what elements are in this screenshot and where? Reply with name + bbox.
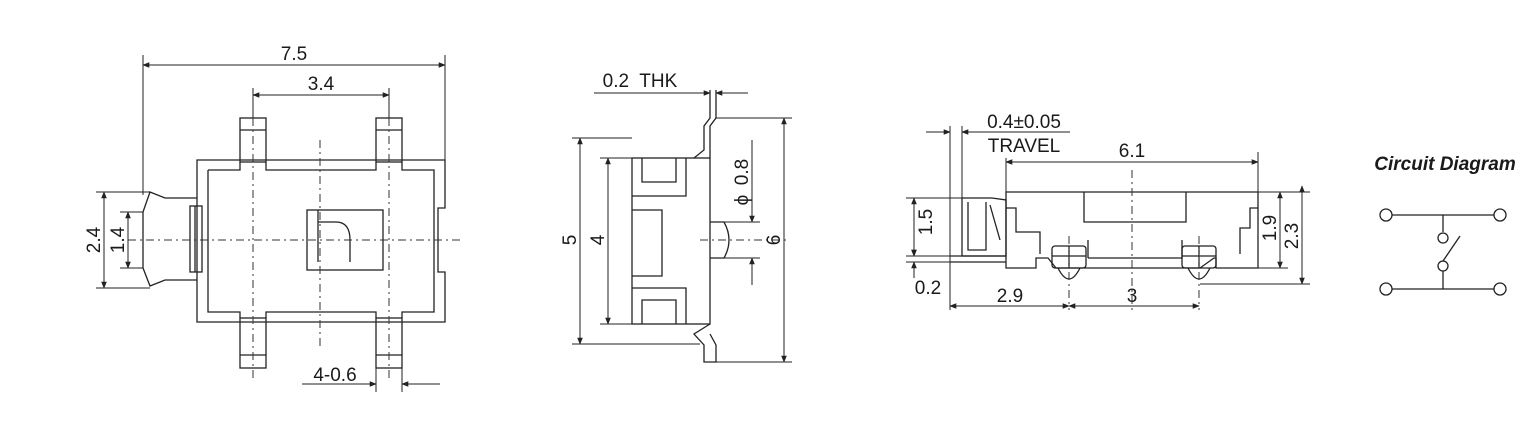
dim-thickness: 0.2 THK xyxy=(603,71,678,92)
dim-overall-width: 7.5 xyxy=(281,44,307,65)
terminal-node-4 xyxy=(1493,282,1507,296)
terminal-bottom-right xyxy=(375,317,403,369)
dim-terminals: 4-0.6 xyxy=(313,365,356,386)
dim-offset-b: 3 xyxy=(1127,286,1138,307)
side-view: 0.2 THK 5 4 ϕ 0.8 6 xyxy=(560,71,792,363)
dim-actuator-height: 1.5 xyxy=(916,209,937,235)
switch-lever xyxy=(1442,235,1461,262)
diameter-symbol: ϕ xyxy=(732,195,753,206)
front-view: 0.4±0.05 TRAVEL 6.1 1.5 0.2 2.9 3 1.9 2.… xyxy=(906,112,1310,310)
side-body xyxy=(631,157,711,325)
switch-body-outline xyxy=(196,159,446,323)
actuator-left xyxy=(142,191,197,287)
terminal-node-3 xyxy=(1379,282,1393,296)
dim-travel-value: 0.4±0.05 xyxy=(987,112,1061,133)
dim-base-offset: 0.2 xyxy=(915,278,941,299)
dim-height-b: 2.3 xyxy=(1282,223,1303,249)
dim-travel-label: TRAVEL xyxy=(988,136,1061,157)
front-actuator xyxy=(961,197,1007,257)
top-view: 7.5 3.4 2.4 1.4 4-0.6 xyxy=(84,44,460,392)
dim-body-height: 2.4 xyxy=(84,226,105,253)
dim-actuator-width: 1.4 xyxy=(108,226,129,253)
switch-contact-top xyxy=(1437,232,1449,244)
terminal-node-2 xyxy=(1493,208,1507,222)
dim-body-height-side: 4 xyxy=(588,234,609,245)
metal-cover xyxy=(693,90,717,159)
terminal-bottom-left xyxy=(239,317,267,369)
dim-terminal-pitch: 3.4 xyxy=(308,74,335,95)
dim-length: 6.1 xyxy=(1119,141,1145,162)
dim-offset-a: 2.9 xyxy=(997,286,1023,307)
dim-overall-height: 5 xyxy=(560,235,581,246)
dim-height-a: 1.9 xyxy=(1260,215,1281,241)
dim-actuator-diameter: 0.8 xyxy=(732,159,753,185)
circuit-diagram: Circuit Diagram xyxy=(1374,154,1516,296)
circuit-title: Circuit Diagram xyxy=(1374,154,1516,175)
dim-total-height: 6 xyxy=(764,235,785,246)
switch-contact-bottom xyxy=(1437,260,1449,272)
terminal-node-1 xyxy=(1379,208,1393,222)
